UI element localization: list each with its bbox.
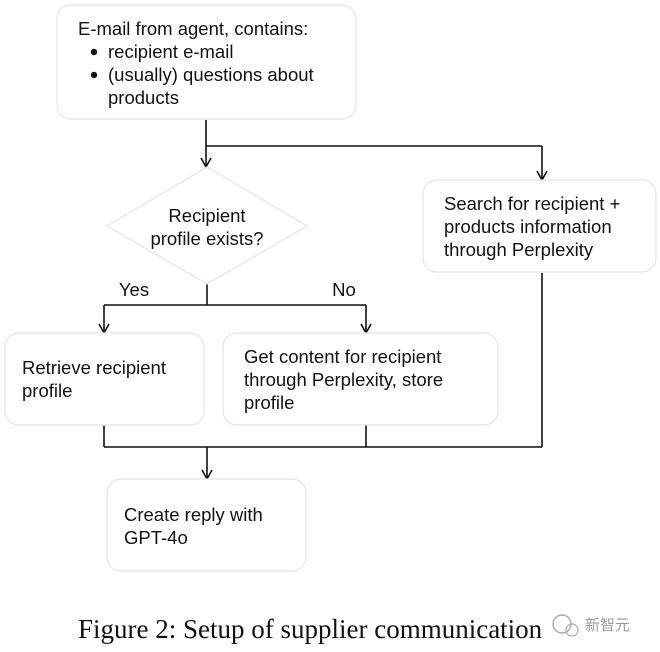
edge-label-no: No bbox=[332, 279, 356, 300]
decision-node-line-1: Recipient bbox=[168, 205, 245, 226]
decision-node-line-2: profile exists? bbox=[150, 228, 263, 249]
email-node-title: E-mail from agent, contains: bbox=[78, 18, 308, 39]
get-content-node-line-2: through Perplexity, store bbox=[244, 369, 443, 390]
search-node-line-2: products information bbox=[444, 216, 612, 237]
reply-node: Create reply with GPT-4o bbox=[106, 478, 307, 572]
get-content-node: Get content for recipient through Perple… bbox=[222, 332, 499, 426]
watermark: 新智元 bbox=[552, 614, 630, 637]
watermark-text: 新智元 bbox=[585, 616, 630, 634]
search-node-line-3: through Perplexity bbox=[444, 239, 594, 260]
email-node: E-mail from agent, contains: recipient e… bbox=[56, 4, 357, 120]
get-content-node-line-1: Get content for recipient bbox=[244, 346, 441, 367]
wechat-logo-icon bbox=[552, 614, 572, 634]
figure-caption: Figure 2: Setup of supplier communicatio… bbox=[78, 614, 543, 644]
email-node-bullet-2-cont: products bbox=[108, 87, 179, 108]
search-node-line-1: Search for recipient + bbox=[444, 193, 620, 214]
retrieve-node-line-2: profile bbox=[22, 380, 72, 401]
bullet-icon bbox=[90, 71, 98, 79]
email-node-bullet-1: recipient e-mail bbox=[108, 41, 233, 62]
reply-node-line-1: Create reply with bbox=[124, 504, 263, 525]
decision-node: Recipient profile exists? bbox=[105, 166, 309, 285]
get-content-node-line-3: profile bbox=[244, 392, 294, 413]
retrieve-node-line-1: Retrieve recipient bbox=[22, 357, 166, 378]
search-node: Search for recipient + products informat… bbox=[422, 179, 657, 273]
edge-label-yes: Yes bbox=[119, 279, 149, 300]
retrieve-node: Retrieve recipient profile bbox=[4, 332, 205, 426]
email-node-bullet-2: (usually) questions about bbox=[108, 64, 314, 85]
reply-node-line-2: GPT-4o bbox=[124, 527, 188, 548]
bullet-icon bbox=[90, 48, 98, 56]
wechat-logo-icon-inner bbox=[565, 623, 579, 637]
